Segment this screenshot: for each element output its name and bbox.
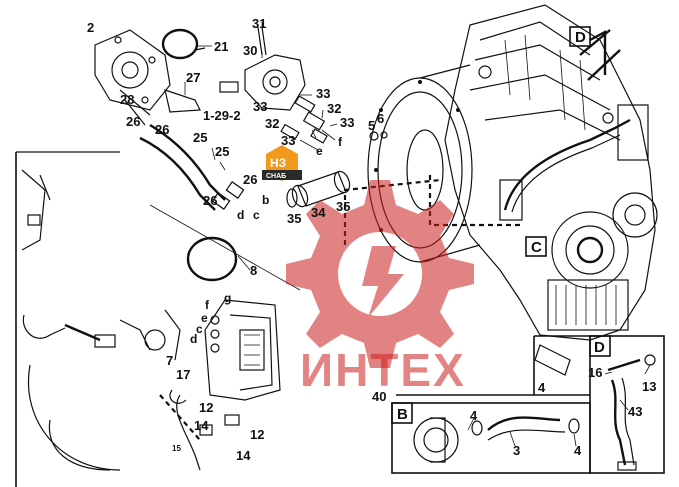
conn-letter-f: f xyxy=(338,135,343,149)
part-label-35-a: 35 xyxy=(287,211,301,226)
part-label-8: 8 xyxy=(250,263,257,278)
conn-letter-c: c xyxy=(253,208,260,222)
detail-label-d-box: D xyxy=(594,339,605,356)
part-label-16: 16 xyxy=(588,365,602,380)
connection-letter-labels: e f b d c f e c d g xyxy=(190,135,343,346)
part-label-33-b: 33 xyxy=(316,86,330,101)
part-label-27: 27 xyxy=(186,70,200,85)
part-label-4-c: 4 xyxy=(574,443,582,458)
sleeve-assembly xyxy=(286,170,351,208)
part-label-5: 5 xyxy=(368,118,375,133)
part-label-14-a: 14 xyxy=(194,418,209,433)
part-label-30: 30 xyxy=(243,43,257,58)
part-label-4-a: 4 xyxy=(538,380,546,395)
part-label-13: 13 xyxy=(642,379,656,394)
sensor-part xyxy=(534,344,571,376)
conn-letter-d-2: d xyxy=(190,332,197,346)
dashed-guide-3 xyxy=(159,394,201,441)
part-label-26-a: 26 xyxy=(126,114,140,129)
part-label-32-a: 32 xyxy=(327,101,341,116)
detail-marker-d xyxy=(569,26,591,47)
detail-marker-d-arrow xyxy=(589,30,607,75)
conn-letter-e: e xyxy=(316,144,323,158)
transmission-housing xyxy=(444,4,658,341)
part-label-40: 40 xyxy=(372,389,386,404)
part-label-31: 31 xyxy=(252,16,266,31)
part-label-12-b: 12 xyxy=(250,427,264,442)
bolt-5 xyxy=(369,131,379,141)
control-valve-block xyxy=(176,299,281,471)
hose-lines xyxy=(119,89,245,211)
clamp-17 xyxy=(169,389,187,404)
part-label-14-b: 14 xyxy=(236,448,251,463)
pipe-bottom-left xyxy=(48,419,111,471)
detail-box-b xyxy=(391,402,591,474)
part-label-32-b: 32 xyxy=(265,116,279,131)
detail-label-d-top: D xyxy=(575,29,586,46)
part-label-21: 21 xyxy=(214,39,228,54)
detail-marker-c xyxy=(525,236,547,257)
part-label-43: 43 xyxy=(628,404,642,419)
leader-lines xyxy=(184,22,651,447)
valve-block xyxy=(499,179,523,221)
cooler-hose xyxy=(503,118,631,211)
part-label-26-b: 26 xyxy=(155,122,169,137)
conn-letter-c-2: c xyxy=(196,322,203,336)
detail-label-b: B xyxy=(397,406,408,423)
part-label-12-a: 12 xyxy=(199,400,213,415)
part-label-26-c: 26 xyxy=(243,172,257,187)
cooler-hose-inner xyxy=(511,134,621,213)
filter-canister xyxy=(617,104,649,161)
part-label-25-b: 25 xyxy=(215,144,229,159)
left-detail-panel xyxy=(15,151,181,487)
cover-assembly xyxy=(94,28,206,113)
part-label-35-b: 35 xyxy=(336,199,350,214)
part-label-28: 28 xyxy=(120,92,134,107)
conn-letter-e-2: e xyxy=(201,311,208,325)
detail-box-labels: C D B D xyxy=(397,29,605,423)
watermark-gear xyxy=(286,180,474,368)
bolt-6 xyxy=(380,131,388,139)
detail-label-c: C xyxy=(531,239,542,256)
part-label-33-d: 33 xyxy=(281,133,295,148)
part-label-6: 6 xyxy=(377,111,384,126)
part-label-3: 3 xyxy=(513,443,520,458)
part-label-33-c: 33 xyxy=(340,115,354,130)
detail-box-separator xyxy=(396,335,590,396)
part-label-26-d: 26 xyxy=(203,193,217,208)
part-label-33-a: 33 xyxy=(253,99,267,114)
detail-box-d xyxy=(589,335,665,474)
part-label-7: 7 xyxy=(166,353,173,368)
conn-letter-g: g xyxy=(224,291,231,305)
part-label-34: 34 xyxy=(311,205,326,220)
part-label-4-b: 4 xyxy=(470,408,478,423)
part-label-2: 2 xyxy=(87,20,94,35)
part-number-labels: 2 21 31 30 27 28 1-29-2 33 33 32 33 32 3… xyxy=(87,16,656,463)
part-label-17: 17 xyxy=(176,367,190,382)
fittings-cluster xyxy=(280,95,336,151)
nz-snab-logo: НЗ СНАБ xyxy=(262,145,302,181)
part-label-25-a: 25 xyxy=(193,130,207,145)
conn-letter-b: b xyxy=(262,193,269,207)
svg-text:НЗ: НЗ xyxy=(270,156,286,170)
part-label-1-29-2: 1-29-2 xyxy=(203,108,241,123)
o-ring-8 xyxy=(186,236,238,282)
svg-text:СНАБ: СНАБ xyxy=(266,173,286,180)
conn-letter-d: d xyxy=(237,208,244,222)
part-label-15: 15 xyxy=(172,444,181,453)
valve-housing xyxy=(219,26,306,111)
conn-letter-f-2: f xyxy=(205,298,210,312)
watermark-text: ИНТЕХ xyxy=(300,344,466,396)
